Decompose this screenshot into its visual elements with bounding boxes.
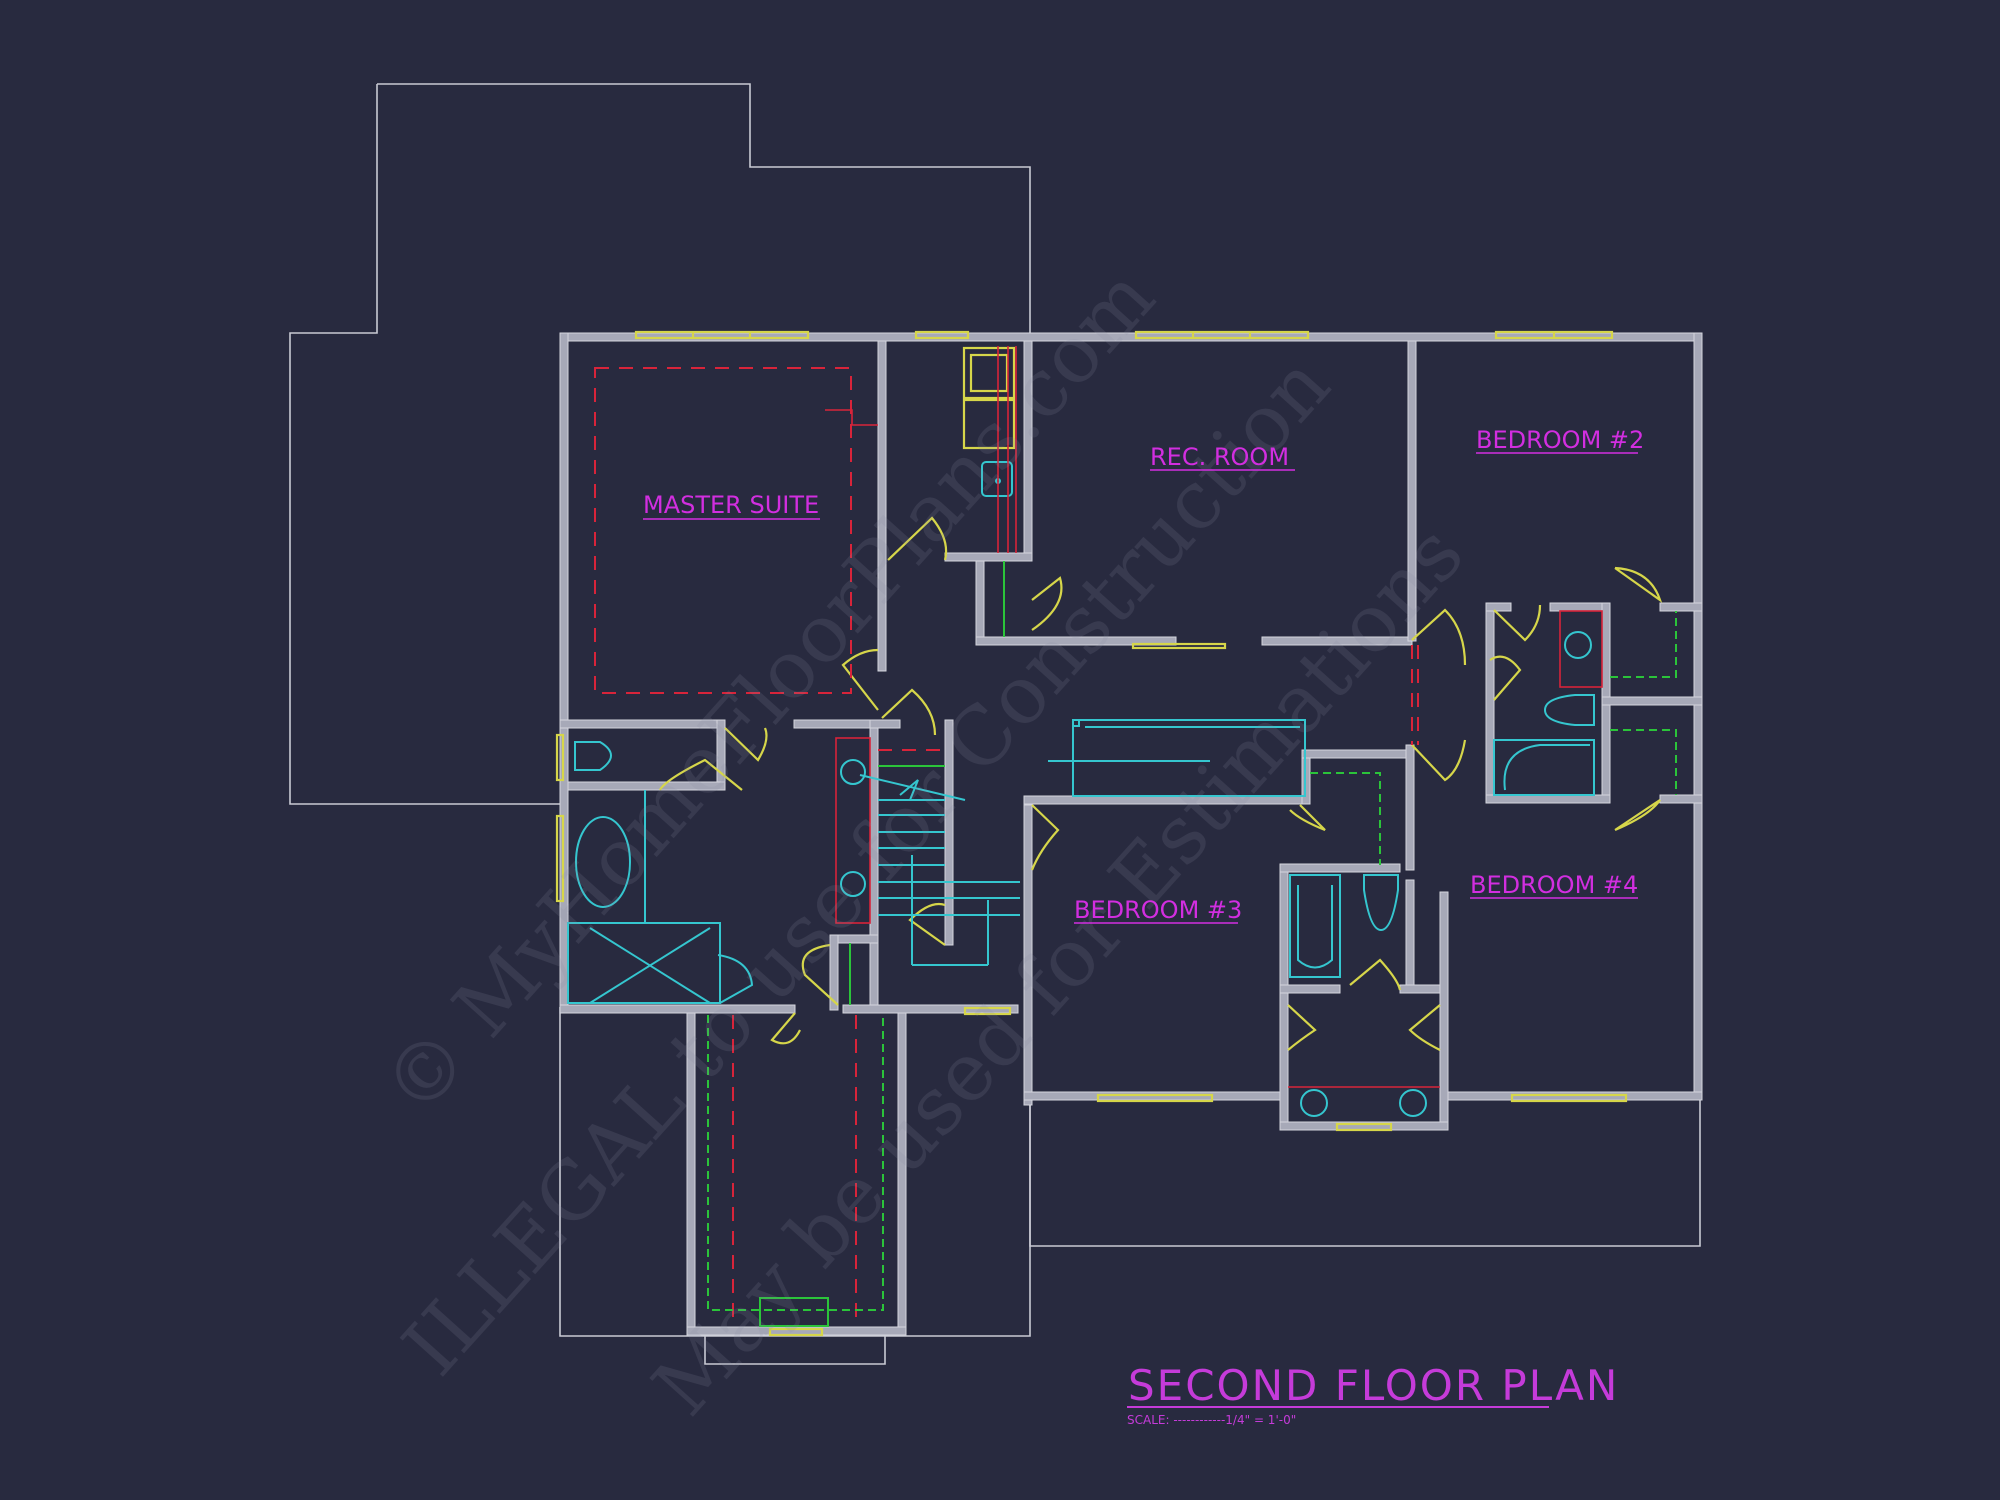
room-label-master-suite: MASTER SUITE (643, 491, 819, 519)
stairs-upper (1048, 719, 1306, 797)
closet-shelving (707, 561, 1677, 1327)
drawing-title: SECOND FLOOR PLAN (1128, 1361, 1619, 1410)
room-label-bedroom-3: BEDROOM #3 (1074, 896, 1242, 924)
ceiling-lines (594, 346, 1419, 1325)
room-label-bedroom-2: BEDROOM #2 (1476, 426, 1644, 454)
doors (659, 516, 1663, 1051)
title-block: SECOND FLOOR PLAN SCALE: ------------1/4… (1127, 1361, 1619, 1427)
watermark: © MyHomeFloorPlans.com ILLEGAL to use fo… (365, 251, 1481, 1433)
fixtures (567, 346, 1603, 1117)
room-labels: MASTER SUITE REC. ROOM BEDROOM #2 BEDROO… (643, 426, 1644, 924)
stairs-main (859, 749, 1020, 966)
windows (555, 330, 1628, 1337)
room-label-bedroom-4: BEDROOM #4 (1470, 871, 1638, 899)
room-label-rec-room: REC. ROOM (1150, 443, 1289, 471)
drawing-scale: SCALE: ------------1/4" = 1'-0" (1127, 1413, 1296, 1427)
